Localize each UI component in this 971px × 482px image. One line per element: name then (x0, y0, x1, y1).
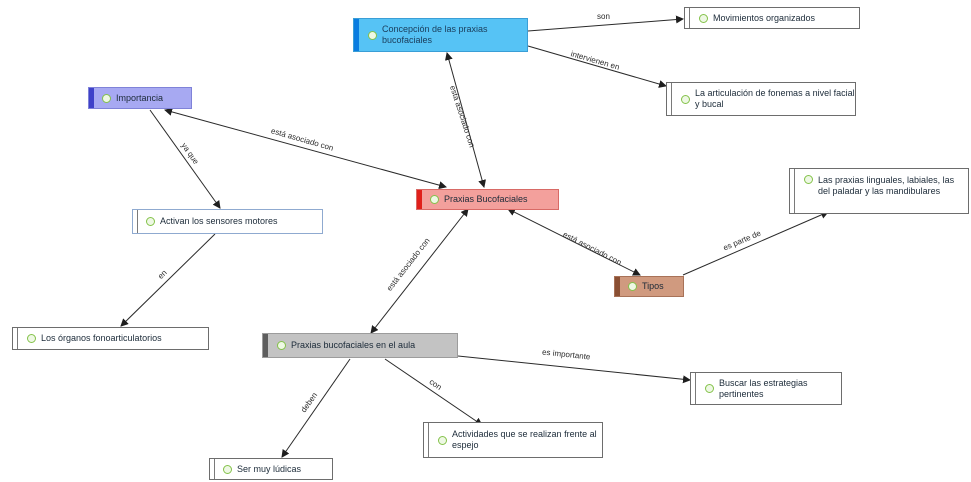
node-tipos[interactable]: Tipos (614, 276, 684, 297)
edge-praxias-aula (370, 208, 469, 334)
edge-tipos-lenguales (682, 211, 829, 276)
concept-icon (438, 435, 447, 445)
concept-icon (27, 334, 36, 343)
edge-concepcion-articulacion (527, 45, 667, 88)
edge-aula-ludicas (281, 358, 351, 458)
concept-icon (146, 217, 155, 226)
concept-icon (705, 384, 714, 393)
concept-icon (368, 30, 377, 40)
node-buscar[interactable]: Buscar las estrategias pertinentes (690, 372, 842, 405)
node-aula[interactable]: Praxias bucofaciales en el aula (262, 333, 458, 358)
concept-icon (681, 94, 690, 104)
concept-icon (699, 13, 708, 23)
node-praxias[interactable]: Praxias Bucofaciales (416, 189, 559, 210)
node-actividades[interactable]: Actividades que se realizan frente al es… (423, 422, 603, 458)
node-concepcion[interactable]: Concepción de las praxias bucofaciales (353, 18, 528, 52)
node-activan[interactable]: Activan los sensores motores (132, 209, 323, 234)
node-movimientos[interactable]: Movimientos organizados (684, 7, 860, 29)
concept-icon (804, 175, 813, 184)
edge-aula-buscar (457, 355, 691, 384)
node-organos[interactable]: Los órganos fonoarticulatorios (12, 327, 209, 350)
edge-aula-actividades (384, 358, 483, 426)
edge-importancia-praxias (164, 107, 447, 190)
concept-icon (102, 93, 111, 103)
node-articulacion[interactable]: La articulación de fonemas a nivel facia… (666, 82, 856, 116)
node-lenguales[interactable]: Las praxias linguales, labiales, las del… (789, 168, 969, 214)
edge-concepcion-movimientos (527, 15, 684, 32)
concept-icon (430, 195, 439, 204)
edge-praxias-tipos (507, 208, 641, 276)
edge-label-son: son (597, 12, 610, 21)
edge-importancia-activan (149, 109, 221, 209)
edge-concepcion-praxias (445, 52, 486, 188)
concept-icon (628, 282, 637, 291)
concept-icon (277, 341, 286, 350)
edge-activan-organos (120, 233, 216, 327)
concept-icon (223, 464, 232, 474)
node-ludicas[interactable]: Ser muy lúdicas (209, 458, 333, 480)
node-importancia[interactable]: Importancia (88, 87, 192, 109)
